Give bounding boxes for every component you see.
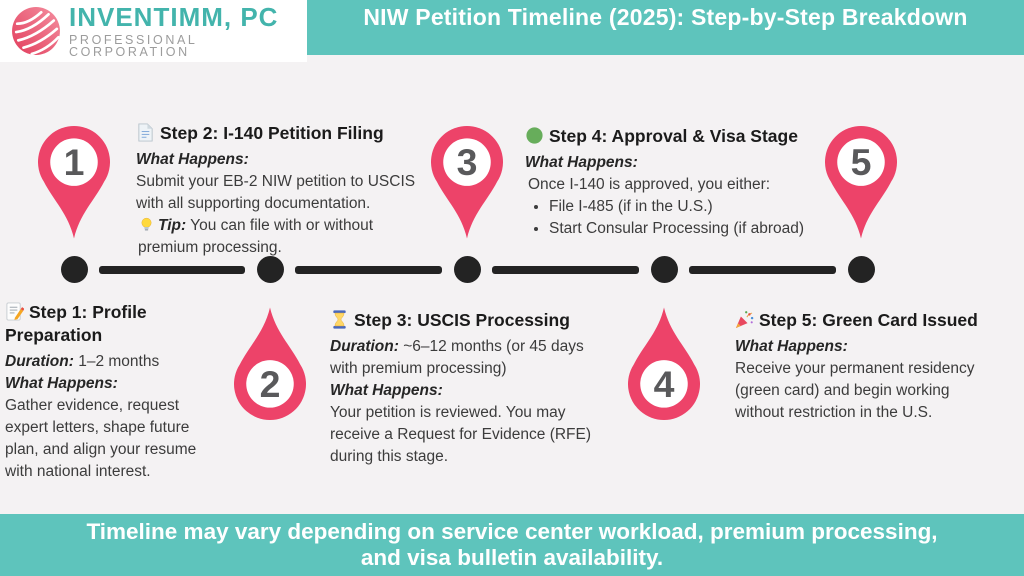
footer-disclaimer: Timeline may vary depending on service c… xyxy=(86,519,938,570)
step-1-what-happens-label: What Happens: xyxy=(5,375,118,392)
green-circle-icon xyxy=(526,127,543,144)
timeline-dot-2 xyxy=(257,256,284,283)
step-3-body: Your petition is reviewed. You may recei… xyxy=(330,404,592,465)
timeline-segment xyxy=(99,266,245,274)
step-3-title: Step 3: USCIS Processing xyxy=(330,309,615,332)
step-1-duration: Duration: 1–2 months xyxy=(5,353,160,370)
step-1-title: Step 1: Profile Preparation xyxy=(5,302,147,345)
step-2-tip: Tip: You can file with or without premiu… xyxy=(138,217,374,256)
timeline-segment xyxy=(689,266,836,274)
marker-number: 1 xyxy=(64,141,85,183)
step-4-options-list: File I-485 (if in the U.S.) Start Consul… xyxy=(525,196,855,240)
hourglass-icon xyxy=(333,310,346,329)
step-4-title: Step 4: Approval & Visa Stage xyxy=(525,125,855,148)
company-tagline: PROFESSIONAL CORPORATION xyxy=(69,32,197,59)
list-item: File I-485 (if in the U.S.) xyxy=(549,196,855,218)
lightbulb-icon xyxy=(141,217,152,231)
map-pin-marker-3: 3 xyxy=(431,126,503,239)
page-title: NIW Petition Timeline (2025): Step-by-St… xyxy=(363,4,968,30)
company-name: INVENTIMM, PC xyxy=(69,1,279,32)
step-5-title: Step 5: Green Card Issued xyxy=(735,309,1024,332)
logo-text: INVENTIMM, PC PROFESSIONAL CORPORATION xyxy=(69,4,307,59)
timeline-dot-3 xyxy=(454,256,481,283)
map-pin-marker-2: 2 xyxy=(234,307,306,420)
document-icon xyxy=(138,123,153,142)
step-2-what-happens-label: What Happens: xyxy=(136,151,249,168)
timeline-dot-5 xyxy=(848,256,875,283)
step-5-body: Receive your permanent residency (green … xyxy=(735,360,975,421)
memo-icon xyxy=(6,302,24,321)
step-5-block: Step 5: Green Card Issued What Happens: … xyxy=(735,309,1024,424)
footer-band: Timeline may vary depending on service c… xyxy=(0,514,1024,576)
step-1-body: Gather evidence, request expert letters,… xyxy=(5,397,197,480)
marker-number: 2 xyxy=(260,363,281,405)
step-3-what-happens-label: What Happens: xyxy=(330,382,443,399)
step-3-duration: Duration: ~6–12 months (or 45 days with … xyxy=(330,338,584,377)
step-2-body: Submit your EB-2 NIW petition to USCIS w… xyxy=(136,173,416,212)
map-pin-marker-5: 5 xyxy=(825,126,897,239)
marker-number: 3 xyxy=(457,141,478,183)
swirl-logo-icon xyxy=(12,7,60,56)
timeline-dot-4 xyxy=(651,256,678,283)
step-5-what-happens-label: What Happens: xyxy=(735,338,848,355)
step-3-block: Step 3: USCIS Processing Duration: ~6–12… xyxy=(330,309,615,468)
marker-number: 5 xyxy=(851,141,872,183)
map-pin-marker-1: 1 xyxy=(38,126,110,239)
timeline-segment xyxy=(492,266,639,274)
logo-box: INVENTIMM, PC PROFESSIONAL CORPORATION xyxy=(0,0,307,62)
marker-number: 4 xyxy=(654,363,675,405)
map-pin-marker-4: 4 xyxy=(628,307,700,420)
step-2-title: Step 2: I-140 Petition Filing xyxy=(136,122,454,145)
step-1-block: Step 1: Profile Preparation Duration: 1–… xyxy=(5,301,225,483)
step-4-intro: Once I-140 is approved, you either: xyxy=(528,176,771,193)
timeline-segment xyxy=(295,266,442,274)
party-popper-icon xyxy=(735,311,754,329)
step-4-block: Step 4: Approval & Visa Stage What Happe… xyxy=(525,125,855,240)
step-4-what-happens-label: What Happens: xyxy=(525,154,638,171)
list-item: Start Consular Processing (if abroad) xyxy=(549,218,855,240)
step-2-block: Step 2: I-140 Petition Filing What Happe… xyxy=(136,122,454,259)
timeline-dot-1 xyxy=(61,256,88,283)
